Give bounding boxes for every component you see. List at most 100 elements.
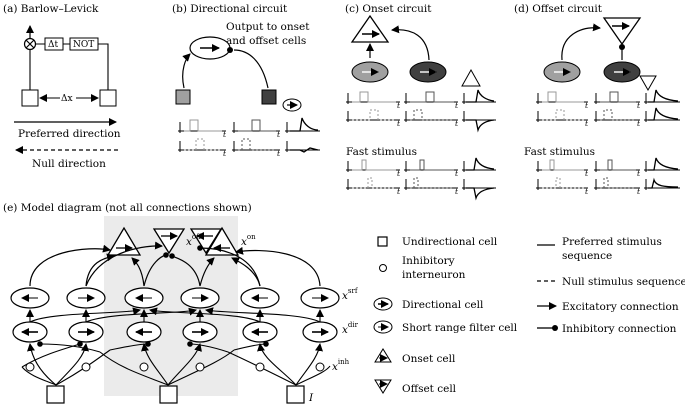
dir-to-srf-connections xyxy=(26,307,324,323)
legend-srf: Short range filter cell xyxy=(402,322,518,334)
panel-e-title: (e) Model diagram (not all connections s… xyxy=(3,202,252,214)
legend-onset: Onset cell xyxy=(402,353,456,365)
panel-a-title: (a) Barlow–Levick xyxy=(3,3,99,15)
panel-a: (a) Barlow–Levick Δt NOT Δx Preferred di… xyxy=(3,3,121,170)
legend-onset-icon xyxy=(374,348,392,363)
panel-e: (e) Model diagram (not all connections s… xyxy=(3,202,359,404)
null-direction-label: Null direction xyxy=(32,158,106,170)
legend-null: Null stimulus sequence xyxy=(562,276,685,288)
undirectional-cell-left xyxy=(21,89,39,107)
note-line-2: and offset cells xyxy=(226,35,306,47)
undirectional-cell-dark xyxy=(261,89,277,105)
srf-cell xyxy=(180,287,220,309)
panel-b-title: (b) Directional circuit xyxy=(172,3,288,15)
offset-icon-small xyxy=(639,75,657,92)
axis-t: t xyxy=(277,149,281,158)
inhibitory-interneuron xyxy=(81,362,91,372)
x-dir-label: xdir xyxy=(342,321,359,336)
x-srf-label: xsrf xyxy=(342,287,359,302)
x-on-label: xon xyxy=(241,233,256,248)
axis-t: t xyxy=(277,130,281,139)
note-line-1: Output to onset xyxy=(226,21,310,33)
axis-t: t xyxy=(585,187,589,196)
axis-t: t xyxy=(455,119,459,128)
undirectional-cell-gray xyxy=(175,89,191,105)
legend-undirectional: Undirectional cell xyxy=(402,236,498,248)
legend: Undirectional cell Inhibitory interneuro… xyxy=(373,236,685,395)
offset-fast-traces xyxy=(536,157,680,190)
undirectional-cell xyxy=(286,385,305,404)
axis-t: t xyxy=(585,169,589,178)
inhibitory-interneuron xyxy=(315,362,325,372)
axis-t: t xyxy=(637,187,641,196)
directional-cell xyxy=(68,321,104,343)
distance-label: Δx xyxy=(61,94,73,104)
panel-c-title: (c) Onset circuit xyxy=(345,3,432,15)
onset-traces xyxy=(346,89,496,133)
not-label: NOT xyxy=(73,40,94,50)
axis-t: t xyxy=(585,101,589,110)
inhibitory-interneuron xyxy=(25,362,35,372)
onset-fast-traces xyxy=(346,157,496,201)
directional-cell xyxy=(126,321,162,343)
axis-t: t xyxy=(455,187,459,196)
x-inh-label: xinh xyxy=(332,358,350,373)
undirectional-cell-right xyxy=(99,89,117,107)
onset-cell xyxy=(106,226,142,256)
axis-t: t xyxy=(455,101,459,110)
legend-directional-icon xyxy=(373,297,393,311)
srf-to-onoff-connections xyxy=(29,241,321,287)
preferred-direction-label: Preferred direction xyxy=(18,128,121,140)
delay-label: Δt xyxy=(48,40,58,50)
dir-row xyxy=(12,321,338,343)
input-label: I xyxy=(308,392,314,404)
onset-cell xyxy=(350,14,390,43)
offset-cell xyxy=(189,228,223,255)
x-off-label: xoff xyxy=(186,233,202,248)
panel-d-title: (d) Offset circuit xyxy=(514,3,603,15)
legend-preferred-1: Preferred stimulus xyxy=(562,236,662,248)
axis-t: t xyxy=(637,169,641,178)
axis-t: t xyxy=(637,119,641,128)
fast-stimulus-label: Fast stimulus xyxy=(524,146,595,158)
axis-t: t xyxy=(397,119,401,128)
legend-offset-icon xyxy=(374,379,392,394)
undirectional-cell xyxy=(46,385,65,404)
srf-cell xyxy=(300,287,340,309)
legend-offset: Offset cell xyxy=(402,383,457,395)
srf-cell xyxy=(10,287,50,309)
fast-stimulus-label: Fast stimulus xyxy=(346,146,417,158)
offset-traces xyxy=(536,89,680,122)
axis-t: t xyxy=(397,101,401,110)
legend-excitatory: Excitatory connection xyxy=(562,301,679,313)
axis-t: t xyxy=(397,187,401,196)
directional-cell xyxy=(182,321,218,343)
onset-cell xyxy=(204,226,240,256)
axis-t: t xyxy=(585,119,589,128)
axis-t: t xyxy=(223,149,227,158)
axis-t: t xyxy=(223,130,227,139)
offset-cell xyxy=(602,17,642,46)
directional-cell xyxy=(12,321,48,343)
directional-cell xyxy=(302,321,338,343)
legend-undirectional-icon xyxy=(377,236,388,247)
legend-inhibitory-1: Inhibitory xyxy=(402,255,455,267)
inh-row xyxy=(25,362,325,372)
legend-inhibitory-conn: Inhibitory connection xyxy=(562,323,677,335)
srf-cell xyxy=(124,287,164,309)
directional-cell xyxy=(242,321,278,343)
panel-d: (d) Offset circuit Fast stimulus xyxy=(514,3,680,196)
axis-t: t xyxy=(455,169,459,178)
panel-c: (c) Onset circuit Fast stimulus xyxy=(345,3,496,201)
multiplier-symbol xyxy=(23,37,37,51)
onset-icon-small xyxy=(461,68,481,87)
offset-cell xyxy=(152,228,186,255)
legend-preferred-2: sequence xyxy=(562,250,612,262)
undirectional-cell xyxy=(159,385,178,404)
legend-directional: Directional cell xyxy=(402,299,484,311)
srf-cell xyxy=(66,287,106,309)
legend-inhibitory-2: interneuron xyxy=(402,269,466,281)
trace-row-dashed xyxy=(178,138,320,153)
legend-srf-icon xyxy=(373,320,393,334)
